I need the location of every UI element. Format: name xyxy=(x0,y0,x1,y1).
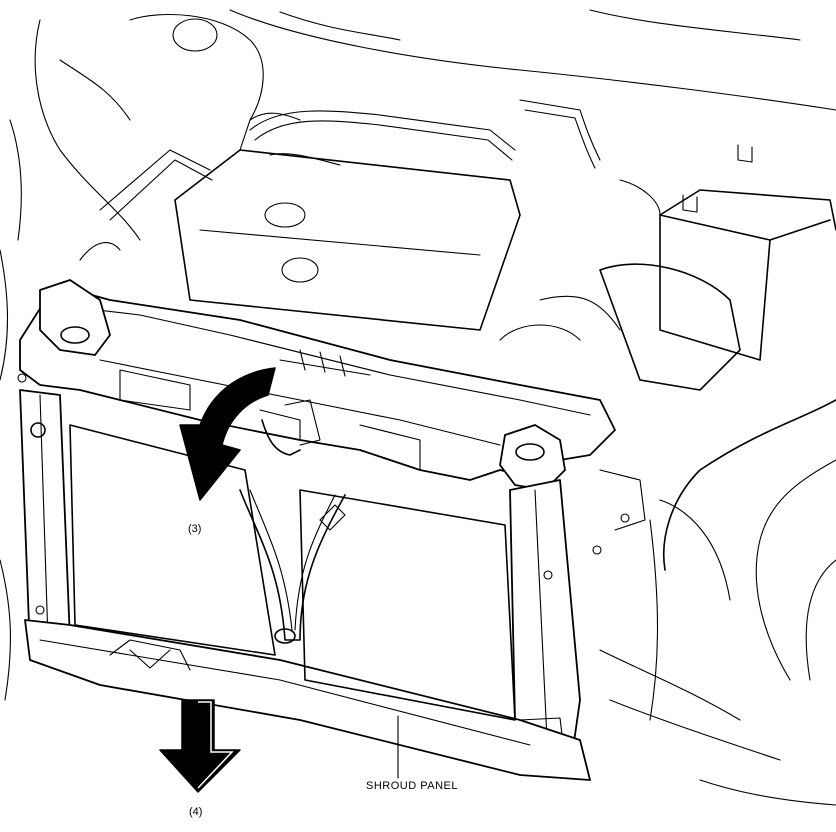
step-4-label: (4) xyxy=(189,806,203,818)
step-3-label: (3) xyxy=(188,523,202,535)
engine-bay-background xyxy=(0,9,836,806)
shroud-panel xyxy=(17,279,646,781)
down-arrow-4 xyxy=(159,699,241,793)
shroud-panel-label: SHROUD PANEL xyxy=(366,780,458,792)
rotate-arrow-3 xyxy=(179,367,276,501)
